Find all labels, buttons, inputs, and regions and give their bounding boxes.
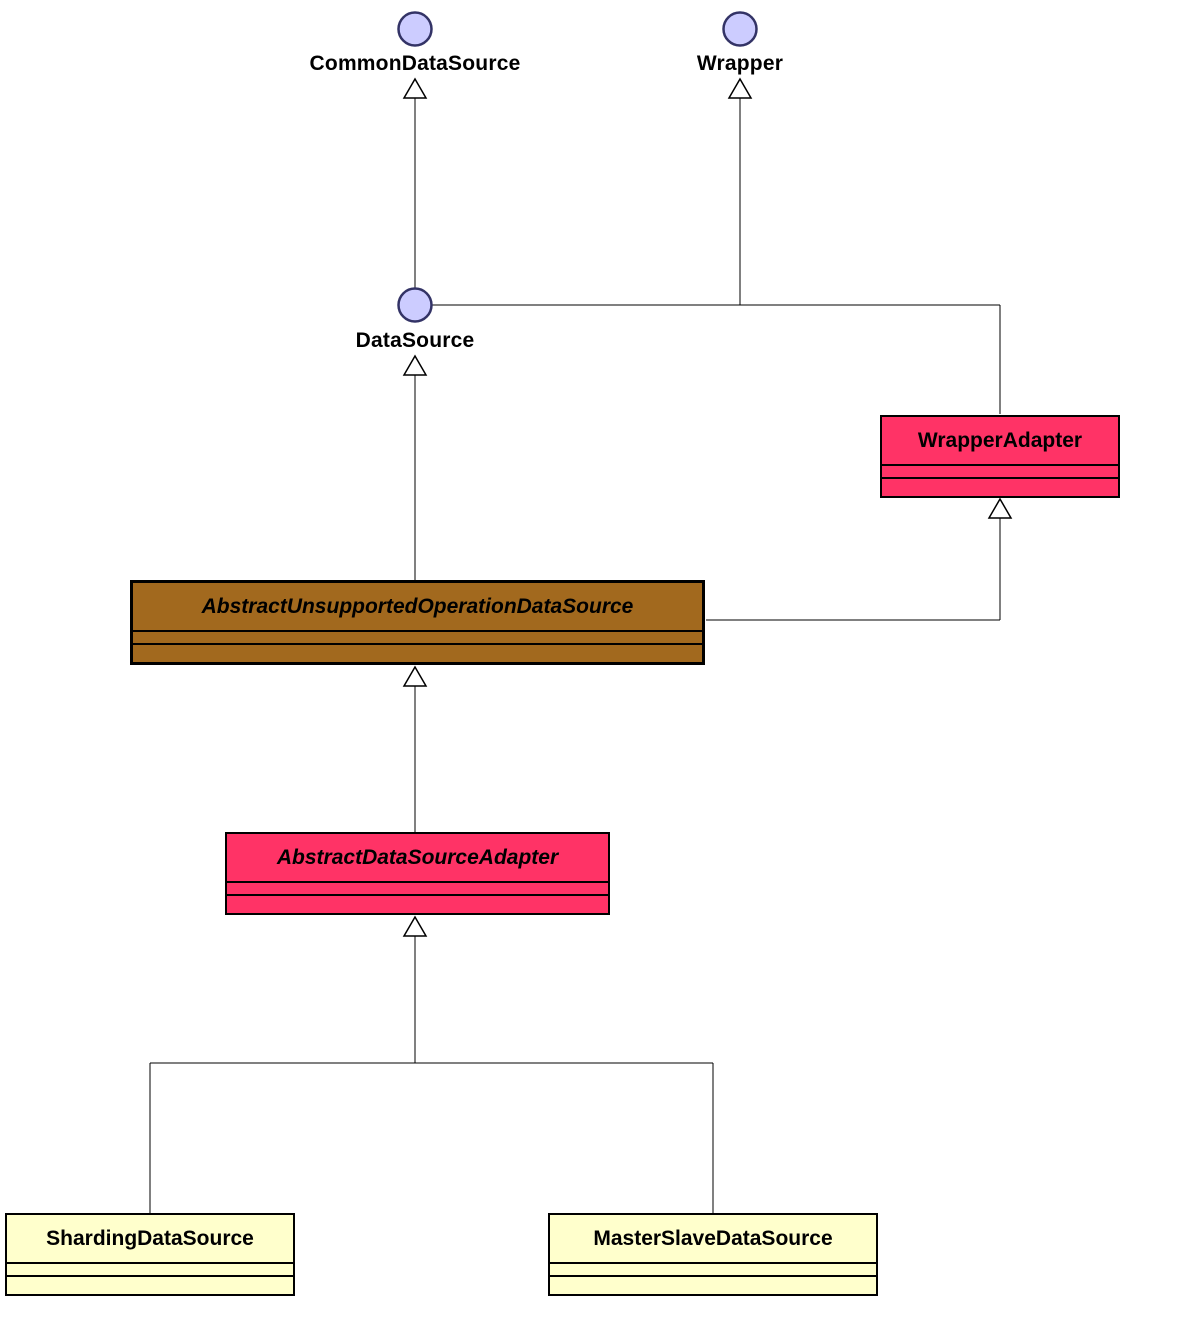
class-title: AbstractUnsupportedOperationDataSource <box>201 594 634 618</box>
realization-arrow-icon <box>402 354 428 376</box>
generalization-arrow-icon <box>727 77 753 99</box>
attributes-compartment <box>550 1262 876 1275</box>
class-title: AbstractDataSourceAdapter <box>276 845 559 869</box>
class-node-abstractdatasourceadapter[interactable]: AbstractDataSourceAdapter <box>225 832 610 915</box>
methods-compartment <box>227 894 608 913</box>
interface-icon-datasource[interactable] <box>397 287 433 323</box>
interface-icon-commondatasource[interactable] <box>397 11 433 47</box>
generalization-arrow-icon <box>402 665 428 687</box>
generalization-arrow-icon <box>402 77 428 99</box>
generalization-arrow-icon <box>987 497 1013 519</box>
attributes-compartment <box>882 464 1118 477</box>
methods-compartment <box>133 643 702 662</box>
attributes-compartment <box>227 881 608 894</box>
generalization-arrow-icon <box>402 915 428 937</box>
methods-compartment <box>7 1275 293 1294</box>
interface-label-commondatasource: CommonDataSource <box>309 52 521 75</box>
methods-compartment <box>550 1275 876 1294</box>
interface-label-datasource: DataSource <box>355 329 475 352</box>
methods-compartment <box>882 477 1118 496</box>
class-node-shardingdatasource[interactable]: ShardingDataSource <box>5 1213 295 1296</box>
interface-label-wrapper: Wrapper <box>696 52 784 75</box>
class-node-wrapperadapter[interactable]: WrapperAdapter <box>880 415 1120 498</box>
class-title: ShardingDataSource <box>46 1226 254 1250</box>
attributes-compartment <box>7 1262 293 1275</box>
class-node-abstractunsupportedoperationdatasource[interactable]: AbstractUnsupportedOperationDataSource <box>130 580 705 665</box>
class-title: MasterSlaveDataSource <box>593 1226 833 1250</box>
attributes-compartment <box>133 630 702 643</box>
class-title: WrapperAdapter <box>917 428 1083 452</box>
class-node-masterslavedatasource[interactable]: MasterSlaveDataSource <box>548 1213 878 1296</box>
interface-icon-wrapper[interactable] <box>722 11 758 47</box>
